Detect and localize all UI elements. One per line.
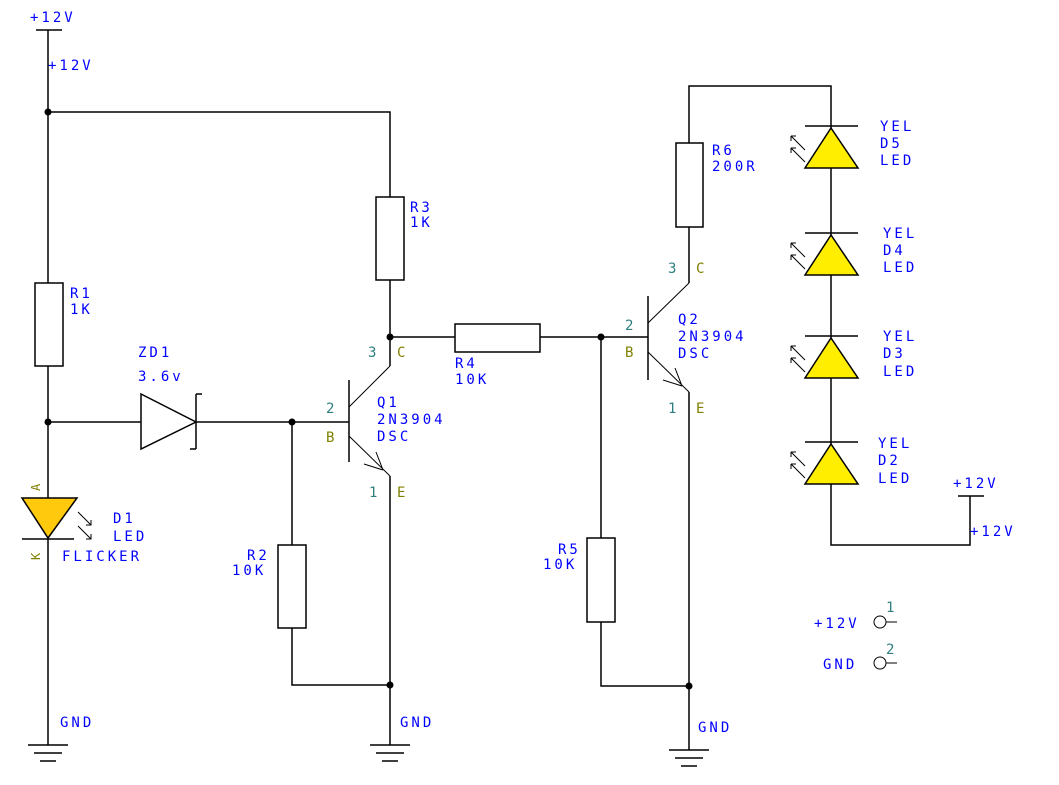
r1-ref: R1 <box>70 286 93 302</box>
d1-pin-k: K <box>29 550 43 560</box>
d1-type: LED <box>113 529 147 545</box>
led-ref: D3 <box>883 346 906 362</box>
ground-symbol <box>28 744 68 762</box>
d1-ref: D1 <box>113 511 136 527</box>
connector-pin-2 <box>873 656 897 670</box>
led-color: YEL <box>878 436 912 452</box>
led-type: LED <box>883 260 917 276</box>
light-emission-arrows-icon <box>790 135 806 163</box>
r5-value: 10K <box>543 557 577 573</box>
transistor-q2 <box>647 282 690 393</box>
ground-symbol <box>669 749 709 767</box>
q2-pin-number: 1 <box>668 401 679 417</box>
led-color: YEL <box>880 119 914 135</box>
power-right-symbol-label: +12V <box>953 476 999 492</box>
connector-pin-number: 1 <box>886 600 897 616</box>
r2-value: 10K <box>232 563 266 579</box>
gnd-label: GND <box>60 715 94 731</box>
q2-pin-name: B <box>625 345 636 361</box>
transistor-q1 <box>348 365 391 477</box>
r5-ref: R5 <box>558 542 581 558</box>
d1-desc: FLICKER <box>62 549 142 565</box>
led-d3 <box>790 335 860 379</box>
d1-pin-a: A <box>29 481 43 491</box>
r6-value: 200R <box>712 159 758 175</box>
q2-pin-name: E <box>696 401 707 417</box>
zd1-ref: ZD1 <box>138 345 172 361</box>
connector-pin-1 <box>873 615 897 629</box>
q1-pin-name: B <box>326 430 337 446</box>
gnd-label: GND <box>698 720 732 736</box>
resistor-r2 <box>277 544 307 629</box>
r4-ref: R4 <box>455 356 478 372</box>
led-d2 <box>790 441 860 485</box>
q1-pin-number: 3 <box>368 345 379 361</box>
led-type: LED <box>883 364 917 380</box>
led-color: YEL <box>883 329 917 345</box>
ground-symbol <box>370 744 410 762</box>
q1-pin-number: 2 <box>326 401 337 417</box>
q1-desc: DSC <box>377 429 411 445</box>
resistor-r6 <box>675 142 704 228</box>
r3-value: 1K <box>410 215 433 231</box>
led-type: LED <box>878 471 912 487</box>
led-type: LED <box>880 153 914 169</box>
q2-ref: Q2 <box>678 312 701 328</box>
led-ref: D2 <box>878 453 901 469</box>
gnd-label: GND <box>400 715 434 731</box>
connector-net-label: +12V <box>814 616 860 632</box>
r6-ref: R6 <box>712 143 735 159</box>
led-ref: D5 <box>880 136 903 152</box>
junctions <box>44 108 693 690</box>
led-d5 <box>790 125 860 169</box>
connector-pin-number: 2 <box>886 642 897 658</box>
led-d4 <box>790 232 860 276</box>
led-d1 <box>20 497 92 540</box>
power-right-net-label: +12V <box>970 524 1016 540</box>
light-emission-arrows-icon <box>790 345 806 373</box>
light-emission-arrows-icon <box>790 451 806 479</box>
q1-ref: Q1 <box>377 395 400 411</box>
r1-value: 1K <box>70 302 93 318</box>
r2-ref: R2 <box>247 548 270 564</box>
zener-diode-zd1 <box>140 392 202 451</box>
q2-desc: DSC <box>678 346 712 362</box>
connector-net-label: GND <box>823 657 857 673</box>
led-color: YEL <box>883 226 917 242</box>
q2-pin-number: 2 <box>625 318 636 334</box>
q1-part: 2N3904 <box>377 412 446 428</box>
resistor-r1 <box>34 282 64 367</box>
q2-part: 2N3904 <box>678 329 747 345</box>
wires <box>36 29 984 750</box>
resistor-r3 <box>375 196 405 281</box>
q2-pin-number: 3 <box>668 261 679 277</box>
power-top-symbol-label: +12V <box>30 10 76 26</box>
q1-pin-name: E <box>397 485 408 501</box>
q2-pin-name: C <box>696 261 707 277</box>
light-emission-arrows-icon <box>77 511 92 540</box>
resistor-r5 <box>586 537 616 623</box>
q1-pin-name: C <box>397 345 408 361</box>
led-ref: D4 <box>883 243 906 259</box>
r3-ref: R3 <box>410 200 433 216</box>
zd1-value: 3.6v <box>138 369 184 385</box>
r4-value: 10K <box>455 372 489 388</box>
q1-pin-number: 1 <box>369 485 380 501</box>
light-emission-arrows-icon <box>790 242 806 270</box>
power-top-net-label: +12V <box>48 58 94 74</box>
resistor-r4 <box>454 323 541 353</box>
